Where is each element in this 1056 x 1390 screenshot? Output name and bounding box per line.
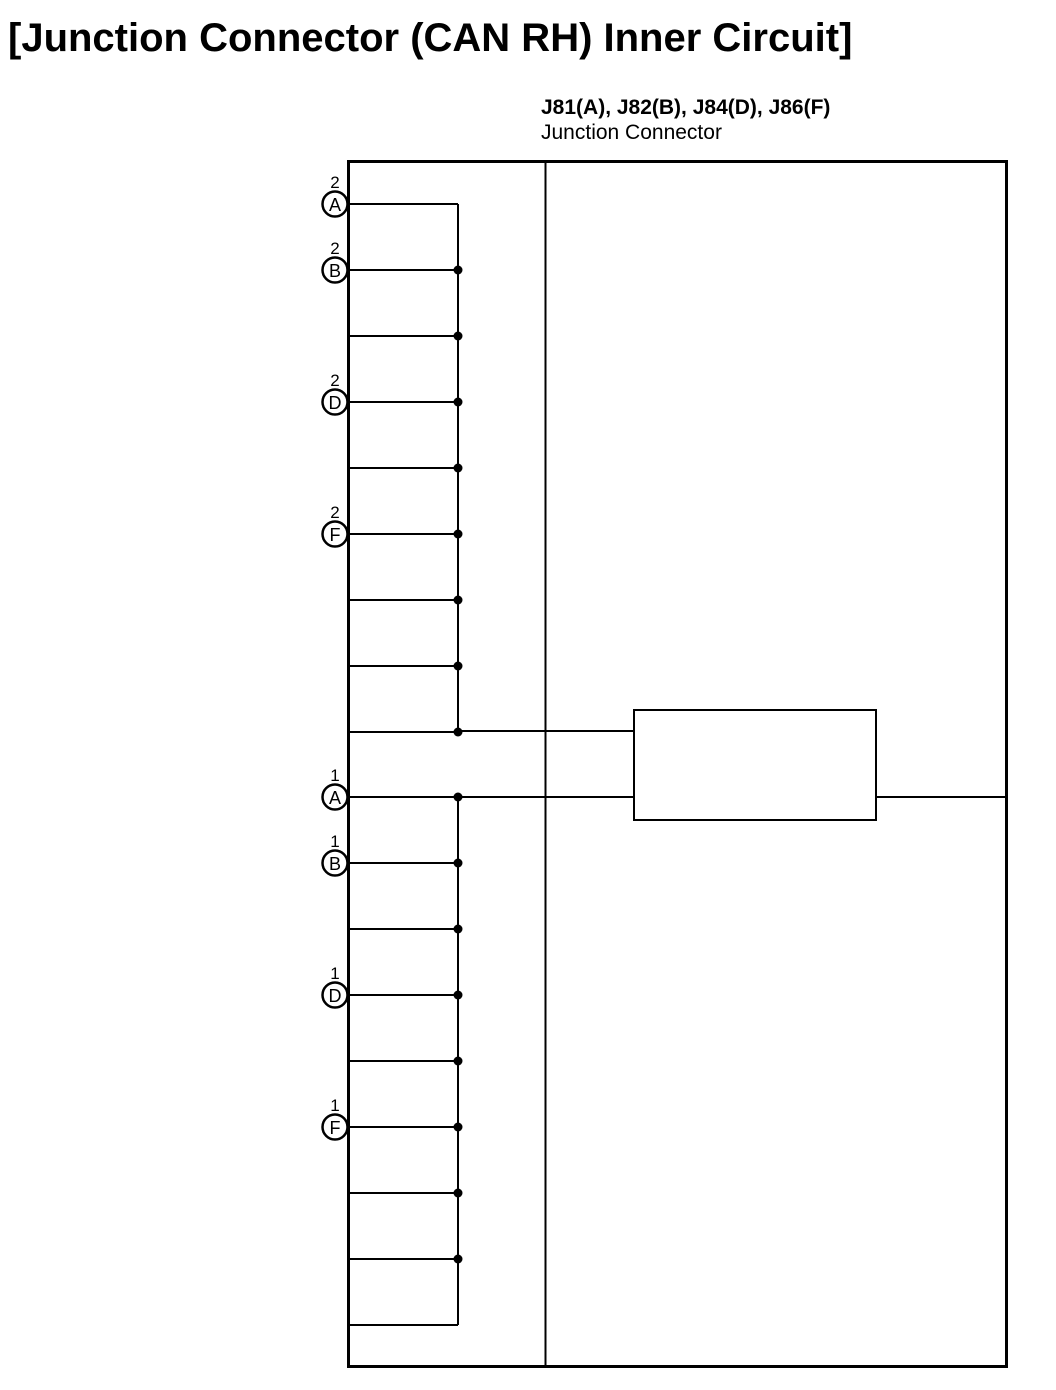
junction-dot <box>453 990 463 1000</box>
pin-number: 1 <box>330 766 339 785</box>
connector-name: Junction Connector <box>541 121 722 144</box>
terminating-resistor <box>633 709 877 821</box>
connector-outline <box>347 160 1008 1368</box>
pin-d2: D2 <box>321 371 349 416</box>
connector-letter-circle <box>321 520 349 548</box>
pin-f1: F1 <box>321 1096 349 1141</box>
connector-letter-circle <box>321 1113 349 1141</box>
connector-body <box>347 160 1008 1368</box>
junction-dot <box>453 1254 463 1264</box>
pin-number: 2 <box>330 239 339 258</box>
pin-number: 1 <box>330 832 339 851</box>
junction-dot <box>453 595 463 605</box>
junction-dot <box>453 924 463 934</box>
junction-dot <box>453 1056 463 1066</box>
junction-dot <box>453 1122 463 1132</box>
upper-bus <box>349 203 463 737</box>
connector-letter: A <box>329 195 341 215</box>
junction-dot <box>453 397 463 407</box>
connector-letter-circle <box>321 783 349 811</box>
connector-letter: F <box>330 1118 341 1138</box>
junction-dot <box>453 858 463 868</box>
junction-dot <box>453 1188 463 1198</box>
pin-f2: F2 <box>321 503 349 548</box>
connector-letter-circle <box>321 981 349 1009</box>
lower-bus <box>349 792 463 1326</box>
connector-letter: D <box>329 986 342 1006</box>
pin-b2: B2 <box>321 239 349 284</box>
junction-dot <box>453 463 463 473</box>
connector-letter-circle <box>321 849 349 877</box>
resistor-circuit <box>458 709 1006 821</box>
pin-number: 1 <box>330 964 339 983</box>
connector-ids: J81(A), J82(B), J84(D), J86(F) <box>541 96 830 119</box>
connector-letter-circle <box>321 256 349 284</box>
connector-letter: A <box>329 788 341 808</box>
pin-number: 1 <box>330 1096 339 1115</box>
junction-dot <box>453 661 463 671</box>
connector-letter-circle <box>321 190 349 218</box>
pin-number: 2 <box>330 371 339 390</box>
junction-dot <box>453 331 463 341</box>
pin-number: 2 <box>330 173 339 192</box>
pin-b1: B1 <box>321 832 349 877</box>
pin-a1: A1 <box>321 766 349 811</box>
page-title: [Junction Connector (CAN RH) Inner Circu… <box>8 16 853 60</box>
connector-letter: D <box>329 393 342 413</box>
junction-dot <box>453 529 463 539</box>
pin-a2: A2 <box>321 173 349 218</box>
connector-letter-circle <box>321 388 349 416</box>
connector-letter: B <box>329 854 341 874</box>
pin-number: 2 <box>330 503 339 522</box>
connector-letter: B <box>329 261 341 281</box>
junction-dot <box>453 265 463 275</box>
pin-d1: D1 <box>321 964 349 1009</box>
connector-letter: F <box>330 525 341 545</box>
